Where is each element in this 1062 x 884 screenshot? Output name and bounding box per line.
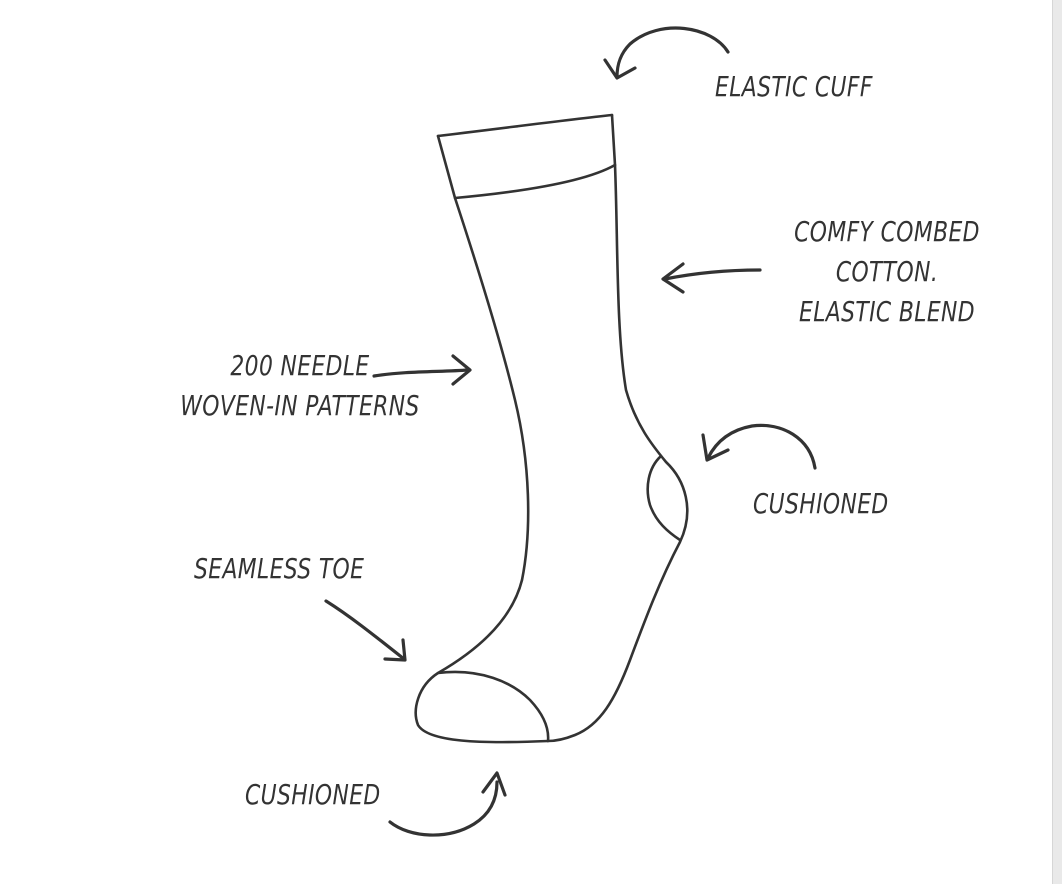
right-border-strip bbox=[1052, 0, 1062, 884]
label-fabric-line3: ELASTIC BLEND bbox=[799, 295, 975, 328]
label-sole-cushioned: CUSHIONED bbox=[245, 775, 381, 815]
cuff-band-edge bbox=[453, 163, 617, 200]
label-seamless-toe-text: SEAMLESS TOE bbox=[194, 552, 365, 585]
label-fabric-line2: COTTON. bbox=[835, 255, 939, 288]
label-sole-cushioned-text: CUSHIONED bbox=[245, 778, 381, 811]
label-patterns-line1: 200 NEEDLE bbox=[230, 349, 370, 382]
toe-seam-line bbox=[436, 670, 550, 743]
arrow-heel bbox=[701, 423, 817, 470]
label-patterns-line2: WOVEN-IN PATTERNS bbox=[180, 389, 420, 422]
arrow-patterns bbox=[372, 354, 472, 386]
cuff-top-edge bbox=[436, 113, 614, 138]
label-seamless-toe: SEAMLESS TOE bbox=[194, 549, 364, 589]
arrow-fabric bbox=[661, 262, 762, 294]
arrow-sole bbox=[388, 771, 507, 837]
sock-outline bbox=[414, 113, 689, 744]
arrow-toe bbox=[324, 599, 407, 662]
label-patterns: 200 NEEDLE WOVEN-IN PATTERNS bbox=[152, 346, 448, 426]
label-elastic-cuff-text: ELASTIC CUFF bbox=[715, 70, 873, 103]
label-heel-cushioned-text: CUSHIONED bbox=[753, 487, 889, 520]
label-fabric: COMFY COMBED COTTON. ELASTIC BLEND bbox=[782, 212, 993, 332]
label-fabric-line1: COMFY COMBED bbox=[794, 215, 980, 248]
heel-seam-line bbox=[646, 454, 682, 542]
arrow-elastic-cuff bbox=[603, 26, 730, 80]
label-elastic-cuff: ELASTIC CUFF bbox=[715, 67, 873, 107]
sock-back-line bbox=[414, 134, 550, 744]
label-heel-cushioned: CUSHIONED bbox=[753, 484, 889, 524]
sock-front-line bbox=[546, 113, 689, 743]
